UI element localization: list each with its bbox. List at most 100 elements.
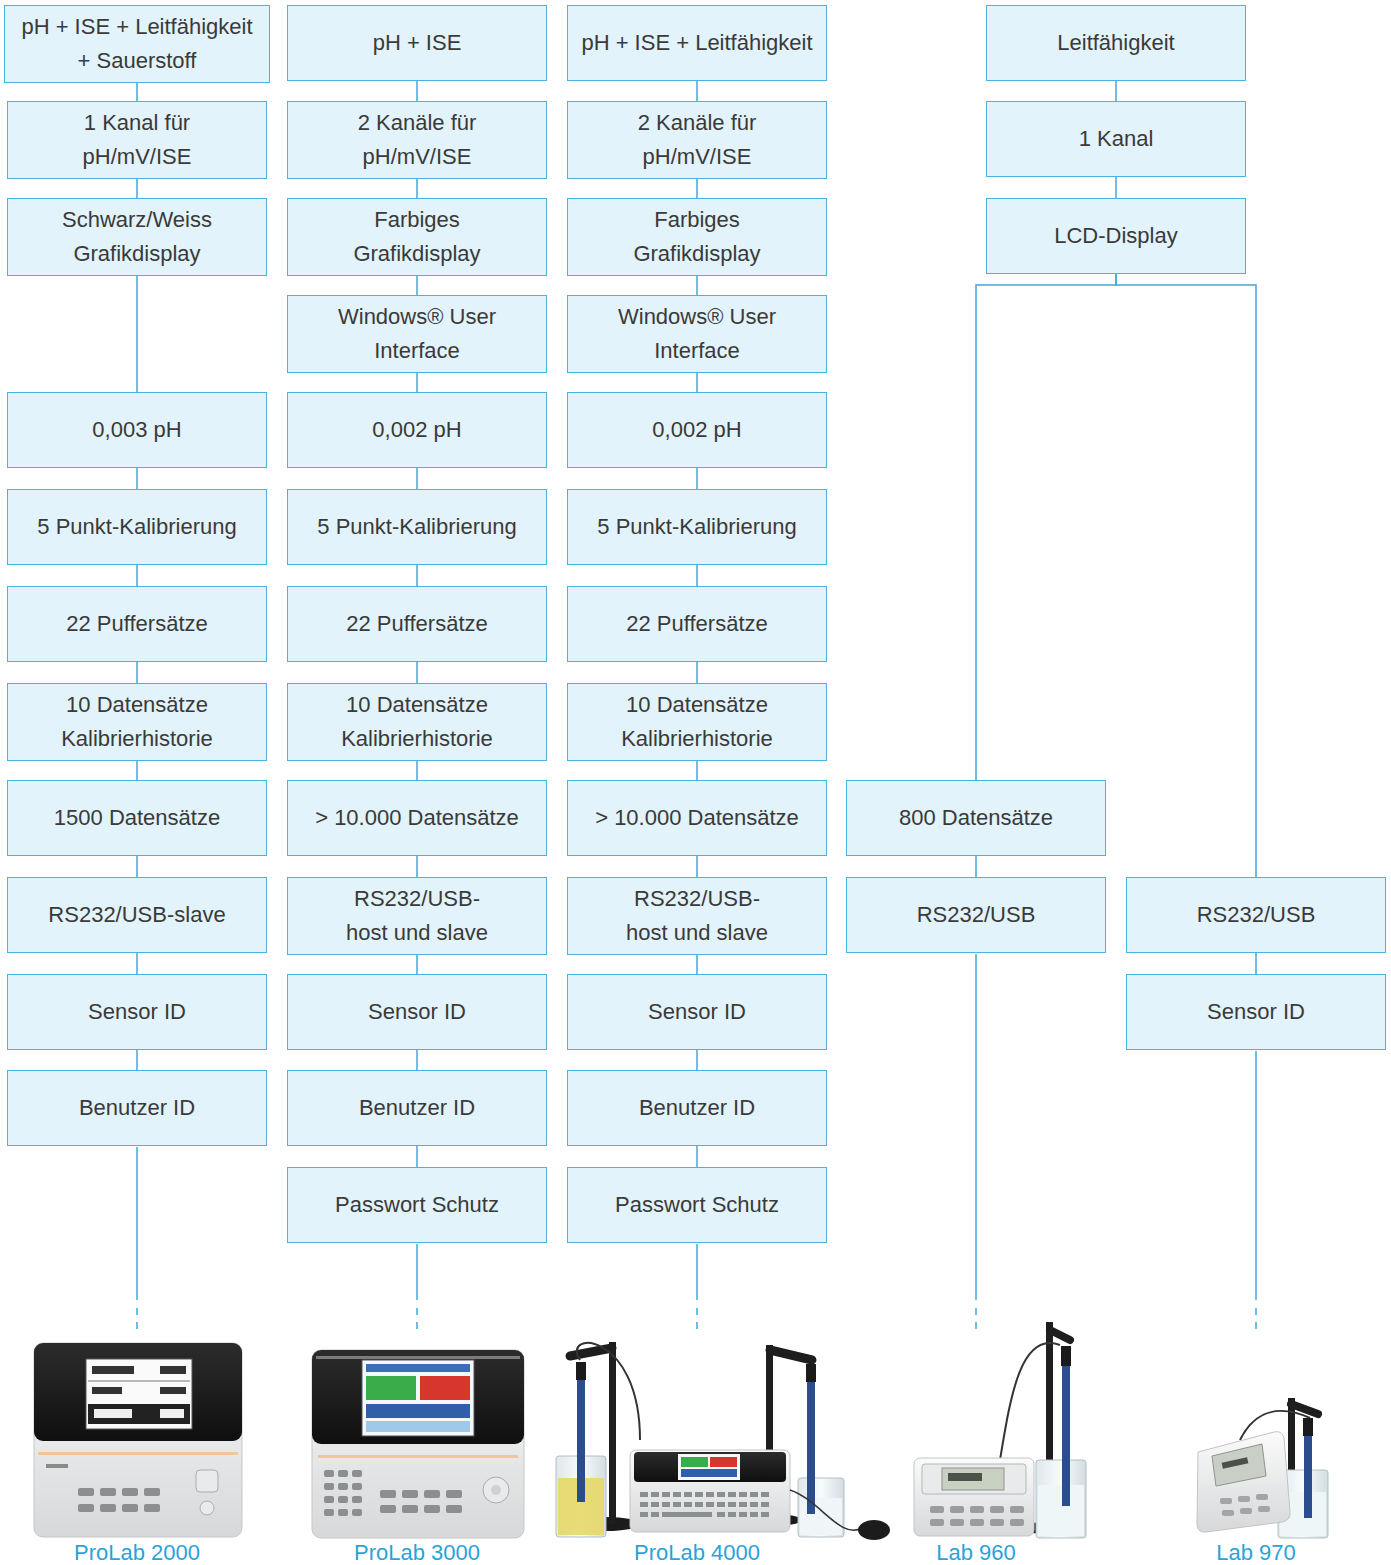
feature-box: > 10.000 Datensätze: [287, 780, 547, 856]
feature-box: Leitfähigkeit: [986, 5, 1246, 81]
connector-line: [136, 83, 138, 101]
feature-text: 22 Puffersätze: [346, 607, 487, 641]
feature-text: 10 Datensätze Kalibrierhistorie: [597, 688, 797, 756]
feature-text: 2 Kanäle für pH/mV/ISE: [342, 106, 492, 174]
feature-box: 22 Puffersätze: [287, 586, 547, 662]
connector-line: [136, 662, 138, 683]
feature-text: RS232/USB: [1197, 898, 1316, 932]
feature-text: 10 Datensätze Kalibrierhistorie: [317, 688, 517, 756]
product-name: Lab 970: [1216, 1539, 1296, 1565]
connector-line: [696, 662, 698, 683]
product-name: ProLab 4000: [634, 1539, 760, 1565]
feature-box: pH + ISE: [287, 5, 547, 81]
connector-line: [416, 761, 418, 780]
feature-text: 0,002 pH: [652, 413, 741, 447]
connector-line: [416, 565, 418, 586]
feature-box: Windows® User Interface: [287, 295, 547, 373]
feature-text: Benutzer ID: [79, 1091, 195, 1125]
meter-illustration: [312, 1350, 524, 1538]
feature-text: LCD-Display: [1054, 219, 1177, 253]
connector-line: [696, 179, 698, 198]
feature-box: 800 Datensätze: [846, 780, 1106, 856]
connector-line: [416, 276, 418, 295]
connector-line: [136, 276, 138, 392]
connector-line: [1255, 953, 1257, 974]
feature-text: Passwort Schutz: [335, 1188, 499, 1222]
connector-line: [696, 565, 698, 586]
feature-text: pH + ISE + Leitfähigkeit: [581, 26, 812, 60]
meter-illustration: [914, 1322, 1086, 1538]
feature-box: pH + ISE + Leitfähigkeit + Sauerstoff: [4, 5, 270, 83]
feature-box: 5 Punkt-Kalibrierung: [567, 489, 827, 565]
feature-box: 0,003 pH: [7, 392, 267, 468]
connector-line: [416, 468, 418, 489]
connector-line: [696, 856, 698, 877]
feature-box: Passwort Schutz: [567, 1167, 827, 1243]
connector-line: [1116, 274, 1256, 877]
connector-line: [1115, 81, 1117, 101]
feature-text: 2 Kanäle für pH/mV/ISE: [622, 106, 772, 174]
connector-line: [136, 856, 138, 877]
feature-text: Farbiges Grafikdisplay: [337, 203, 497, 271]
feature-text: 5 Punkt-Kalibrierung: [317, 510, 516, 544]
product-name: ProLab 3000: [354, 1539, 480, 1565]
feature-text: pH + ISE: [373, 26, 462, 60]
feature-box: RS232/USB-slave: [7, 877, 267, 953]
connector-line: [416, 179, 418, 198]
product-name: ProLab 2000: [74, 1539, 200, 1565]
feature-box: Benutzer ID: [7, 1070, 267, 1146]
connector-line: [136, 761, 138, 780]
feature-box: Benutzer ID: [567, 1070, 827, 1146]
feature-box: RS232/USB- host und slave: [567, 877, 827, 955]
feature-text: 5 Punkt-Kalibrierung: [597, 510, 796, 544]
feature-text: Benutzer ID: [359, 1091, 475, 1125]
feature-box: 5 Punkt-Kalibrierung: [7, 489, 267, 565]
feature-text: Passwort Schutz: [615, 1188, 779, 1222]
connector-line: [696, 1146, 698, 1167]
feature-box: Farbiges Grafikdisplay: [567, 198, 827, 276]
feature-text: Farbiges Grafikdisplay: [617, 203, 777, 271]
connector-line: [696, 276, 698, 295]
feature-box: Windows® User Interface: [567, 295, 827, 373]
feature-box: 10 Datensätze Kalibrierhistorie: [7, 683, 267, 761]
feature-text: 22 Puffersätze: [626, 607, 767, 641]
feature-box: 2 Kanäle für pH/mV/ISE: [287, 101, 547, 179]
feature-text: Sensor ID: [88, 995, 186, 1029]
product-name: Lab 960: [936, 1539, 1016, 1565]
connector-line: [416, 373, 418, 392]
meter-illustration: [556, 1342, 890, 1540]
feature-box: Farbiges Grafikdisplay: [287, 198, 547, 276]
connector-line: [696, 1050, 698, 1070]
feature-text: Sensor ID: [1207, 995, 1305, 1029]
connector-line: [416, 1146, 418, 1167]
feature-box: Sensor ID: [287, 974, 547, 1050]
feature-box: RS232/USB: [1126, 877, 1386, 953]
feature-text: Windows® User Interface: [332, 300, 502, 368]
feature-text: Leitfähigkeit: [1057, 26, 1174, 60]
feature-text: Schwarz/Weiss Grafikdisplay: [57, 203, 217, 271]
connector-line: [696, 468, 698, 489]
feature-text: 1500 Datensätze: [54, 801, 220, 835]
feature-text: 0,003 pH: [92, 413, 181, 447]
feature-box: LCD-Display: [986, 198, 1246, 274]
feature-box: Sensor ID: [567, 974, 827, 1050]
connector-line: [136, 953, 138, 974]
feature-box: 0,002 pH: [287, 392, 547, 468]
connector-line: [696, 761, 698, 780]
feature-text: > 10.000 Datensätze: [595, 801, 799, 835]
feature-text: 22 Puffersätze: [66, 607, 207, 641]
meter-illustration: [34, 1343, 242, 1537]
connector-line: [416, 662, 418, 683]
feature-text: 800 Datensätze: [899, 801, 1053, 835]
feature-text: 10 Datensätze Kalibrierhistorie: [37, 688, 237, 756]
connector-line: [416, 955, 418, 974]
feature-text: Windows® User Interface: [612, 300, 782, 368]
feature-text: RS232/USB- host und slave: [337, 882, 497, 950]
feature-box: RS232/USB: [846, 877, 1106, 953]
feature-box: 5 Punkt-Kalibrierung: [287, 489, 547, 565]
feature-box: pH + ISE + Leitfähigkeit: [567, 5, 827, 81]
feature-box: 22 Puffersätze: [7, 586, 267, 662]
feature-box: Sensor ID: [7, 974, 267, 1050]
feature-box: 1 Kanal: [986, 101, 1246, 177]
